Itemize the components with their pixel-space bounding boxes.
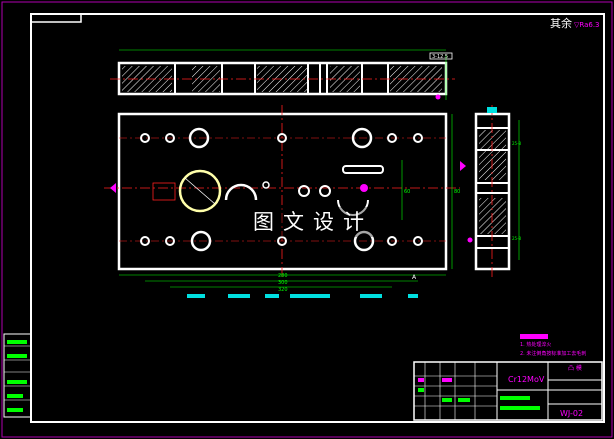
plan-bottom-marks (187, 294, 418, 298)
svg-text:300: 300 (278, 280, 288, 286)
svg-text:280: 280 (278, 273, 288, 279)
front-plan-view: 280 300 320 80 60 A (104, 105, 466, 293)
drawing-number-label: WJ-02 (560, 409, 583, 418)
svg-text:60: 60 (404, 189, 410, 195)
frame-corner-box (30, 13, 82, 23)
svg-text:A: A (412, 274, 417, 281)
svg-text:3-12.5: 3-12.5 (432, 54, 448, 60)
top-section-view: 3-12.5 (110, 49, 455, 100)
technical-notes: 1. 热处理淬火 2. 未注倒角按标准加工去毛刺 (520, 334, 586, 357)
part-name-label: 凸 模 (568, 364, 582, 372)
svg-text:80: 80 (454, 189, 460, 195)
drawing-frame (30, 13, 605, 423)
svg-text:2. 未注倒角按标准加工去毛刺: 2. 未注倒角按标准加工去毛刺 (520, 350, 586, 357)
roughness-value: ▽Ra6.3 (574, 21, 600, 29)
left-revision-table (3, 333, 32, 418)
material-label: Cr12MoV (508, 375, 545, 384)
roughness-note: 其余 (550, 16, 572, 30)
svg-text:25-8: 25-8 (512, 141, 522, 146)
svg-text:25-8: 25-8 (512, 236, 522, 241)
side-section-view: 25-8 25-8 (467, 105, 522, 278)
svg-text:1. 热处理淬火: 1. 热处理淬火 (520, 341, 551, 348)
svg-text:320: 320 (278, 287, 288, 293)
watermark-text: 图文设计 (238, 207, 388, 237)
title-block: Cr12MoV 凸 模 WJ-02 (413, 361, 603, 421)
